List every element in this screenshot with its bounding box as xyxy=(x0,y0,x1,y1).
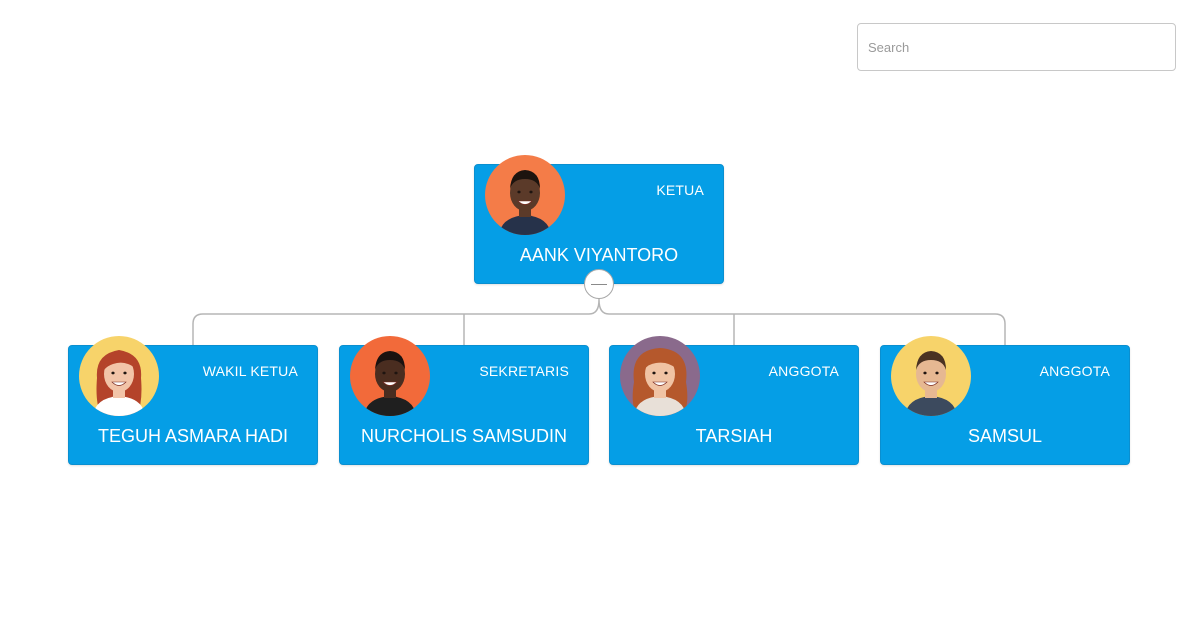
node-name: TARSIAH xyxy=(695,426,773,446)
portrait-image xyxy=(620,336,700,416)
portrait-image xyxy=(350,336,430,416)
org-node-child[interactable]: WAKIL KETUA TEGUH ASMARA HADI xyxy=(68,336,318,465)
node-name: SAMSUL xyxy=(967,426,1043,446)
avatar xyxy=(485,155,565,235)
node-name: TEGUH ASMARA HADI xyxy=(97,426,289,446)
org-node-root[interactable]: KETUA AANK VIYANTORO xyxy=(474,155,724,284)
avatar xyxy=(620,336,700,416)
connector-root xyxy=(192,284,1006,345)
org-node-child[interactable]: SEKRETARIS NURCHOLIS SAMSUDIN xyxy=(339,336,589,465)
org-node-child[interactable]: ANGGOTA TARSIAH xyxy=(609,336,859,465)
org-node-child[interactable]: ANGGOTA SAMSUL xyxy=(880,336,1130,465)
avatar xyxy=(79,336,159,416)
search-input[interactable] xyxy=(857,23,1176,71)
portrait-image xyxy=(485,155,565,235)
node-role: ANGGOTA xyxy=(768,363,839,379)
node-name: AANK VIYANTORO xyxy=(519,245,679,265)
node-name: NURCHOLIS SAMSUDIN xyxy=(360,426,568,446)
avatar xyxy=(350,336,430,416)
collapse-minus-icon[interactable] xyxy=(584,269,614,299)
node-role: ANGGOTA xyxy=(1039,363,1110,379)
node-role: WAKIL KETUA xyxy=(202,363,298,379)
node-role: KETUA xyxy=(656,182,704,198)
node-role: SEKRETARIS xyxy=(479,363,569,379)
portrait-image xyxy=(891,336,971,416)
avatar xyxy=(891,336,971,416)
portrait-image xyxy=(79,336,159,416)
